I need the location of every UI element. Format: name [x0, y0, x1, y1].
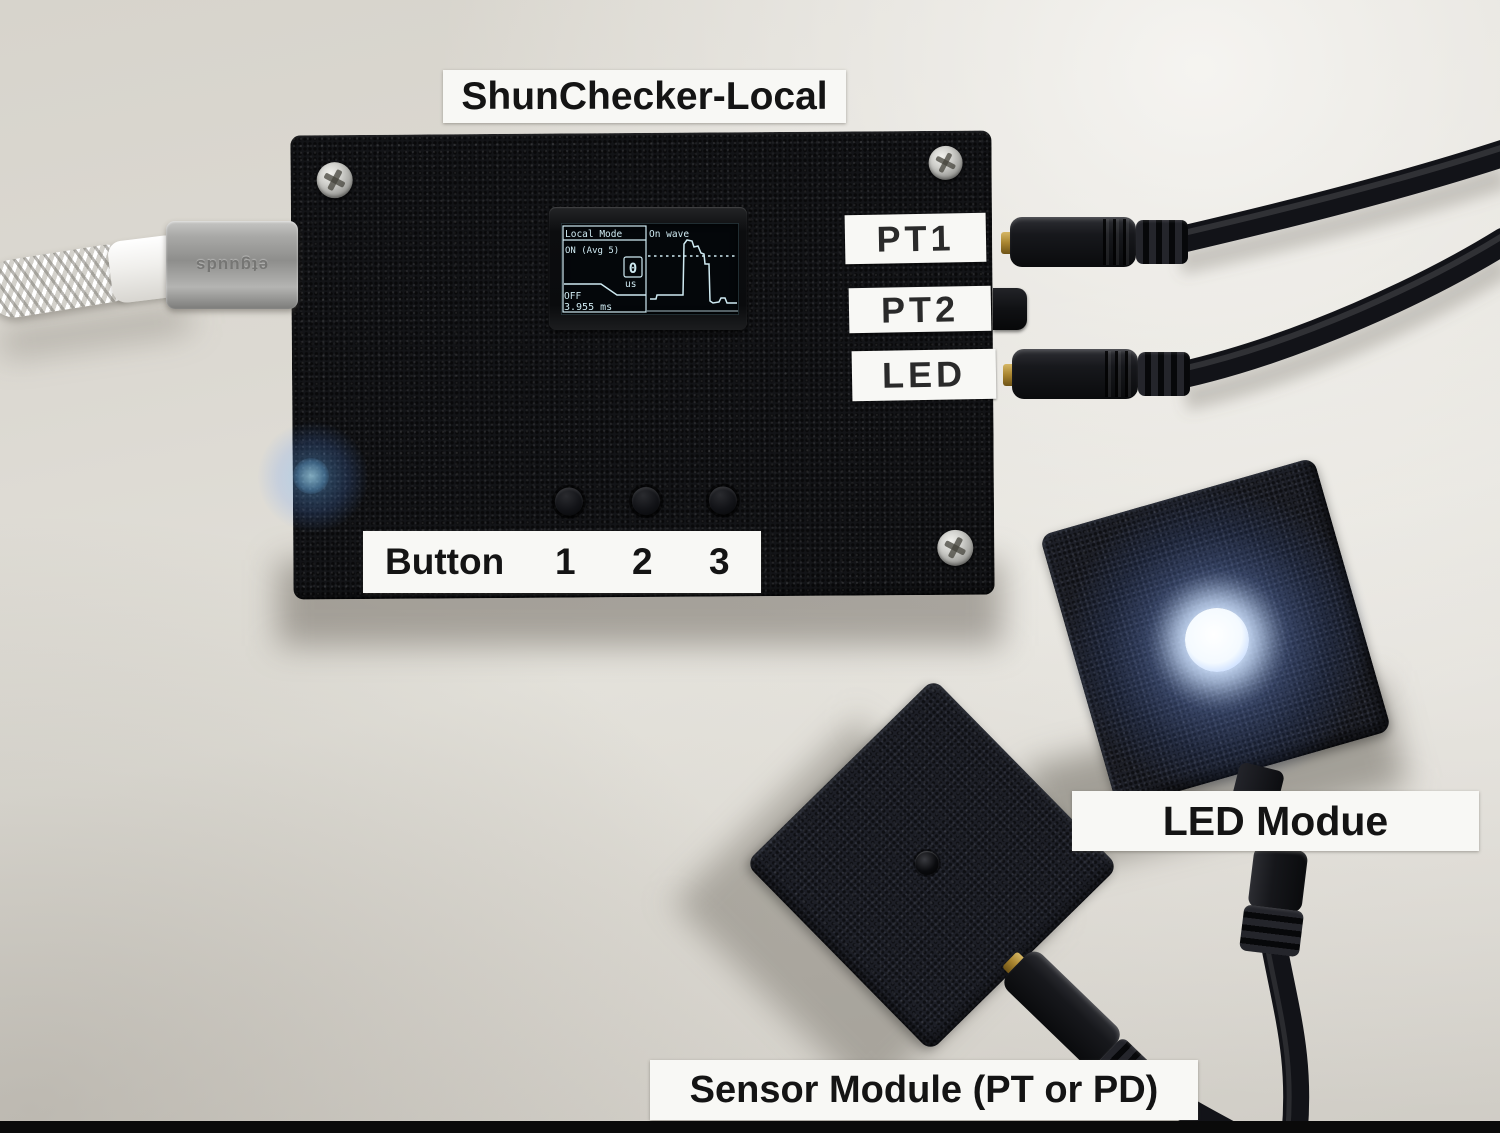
led-jack-plug: [1003, 348, 1193, 400]
oled-display: Local Mode On wave ON (Avg 5) 0 us OFF 3…: [561, 223, 739, 315]
title-label: ShunChecker-Local: [443, 70, 846, 123]
port-label-pt2-text: PT2: [880, 287, 960, 331]
led-jack-grooves: [1105, 351, 1131, 397]
port-label-pt1: PT1: [844, 212, 987, 265]
usb-connector: etguuds: [166, 221, 298, 309]
pt2-socket: [993, 288, 1027, 330]
oled-period: 3.955 ms: [564, 302, 612, 313]
led-module-jack-ribs: [1239, 904, 1305, 958]
oled-off-label: OFF: [564, 291, 581, 302]
button-number-3: 3: [709, 541, 730, 582]
sensor-aperture-icon: [915, 851, 939, 875]
sensor-module-label-text: Sensor Module (PT or PD): [689, 1068, 1159, 1111]
oled-step-line: [564, 283, 646, 296]
oled-unit: us: [625, 279, 636, 290]
port-label-led-text: LED: [881, 353, 967, 396]
photo-bottom-edge: [0, 1121, 1500, 1133]
oled-left-header: Local Mode: [565, 229, 622, 240]
button-number-1: 1: [555, 541, 576, 582]
led-cable: [1168, 228, 1500, 389]
led-jack-ribs: [1138, 352, 1190, 396]
port-label-pt1-text: PT1: [876, 216, 955, 260]
title-text: ShunChecker-Local: [461, 74, 828, 118]
sensor-module-label: Sensor Module (PT or PD): [650, 1060, 1198, 1120]
oled-waveform: [650, 239, 737, 304]
led-module-label-text: LED Modue: [1162, 797, 1389, 844]
pt1-jack-ribs: [1136, 220, 1188, 264]
pt1-jack-grooves: [1103, 219, 1129, 265]
button-number-2: 2: [632, 541, 653, 582]
oled-status-line: ON (Avg 5): [565, 246, 619, 256]
led-module-cable: [1260, 937, 1310, 1133]
oled-right-header: On wave: [649, 229, 689, 240]
button-label-text: Button: [385, 541, 505, 582]
oled-screen-graphics: Local Mode On wave ON (Avg 5) 0 us OFF 3…: [561, 223, 739, 315]
oled-value: 0: [629, 261, 637, 277]
pt1-cable: [1161, 140, 1500, 255]
led-module-jack-barrel: [1247, 845, 1309, 914]
port-label-pt2: PT2: [848, 285, 992, 334]
led-module-label: LED Modue: [1072, 791, 1479, 851]
button-label: Button 1 2 3: [363, 531, 761, 593]
led-module-jack-plug: [1236, 844, 1315, 961]
pt1-jack-plug: [1001, 216, 1191, 268]
port-label-led: LED: [851, 348, 997, 402]
